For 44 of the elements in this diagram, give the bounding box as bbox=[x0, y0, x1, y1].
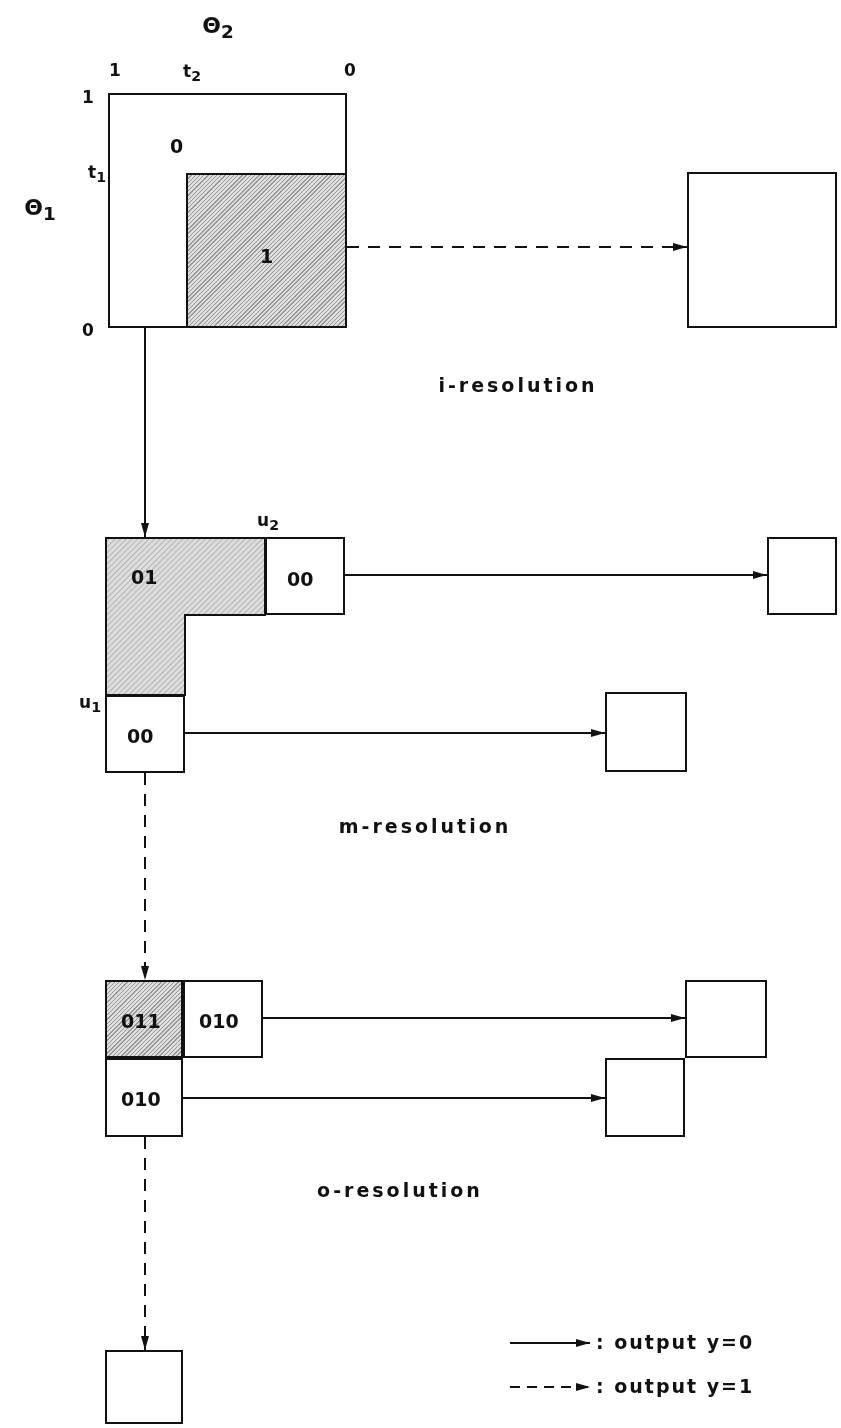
square-region bbox=[105, 1350, 183, 1424]
square-region bbox=[183, 980, 263, 1058]
axis-label: t$_{2}$ bbox=[183, 62, 201, 84]
hatched-region bbox=[105, 980, 183, 1058]
arrow bbox=[182, 1094, 606, 1102]
region-label: 010 bbox=[121, 1090, 161, 1109]
square-region bbox=[105, 1058, 183, 1137]
arrow bbox=[141, 772, 149, 981]
axis-label: 1 bbox=[82, 88, 94, 106]
stage-caption: i-resolution bbox=[438, 375, 598, 395]
stage-caption: o-resolution bbox=[317, 1180, 483, 1200]
square-region bbox=[265, 537, 345, 615]
axis-label: Θ$_{1}$ bbox=[24, 196, 56, 224]
region-label: 0 bbox=[170, 137, 184, 156]
square-region bbox=[767, 537, 837, 615]
arrow bbox=[141, 327, 149, 538]
region-label: 011 bbox=[121, 1012, 161, 1031]
hatched-region bbox=[186, 173, 347, 328]
region-label: 01 bbox=[131, 568, 158, 587]
stage-caption: m-resolution bbox=[338, 816, 512, 836]
axis-label: Θ$_{2}$ bbox=[202, 14, 234, 42]
axis-label: 0 bbox=[82, 321, 94, 339]
region-label: 00 bbox=[127, 727, 154, 746]
arrow bbox=[141, 1136, 149, 1351]
axis-label: u$_{1}$ bbox=[79, 693, 101, 715]
region-label: 1 bbox=[260, 247, 274, 266]
square-region bbox=[108, 93, 347, 328]
axis-label: 1 bbox=[109, 61, 121, 79]
region-label: 00 bbox=[287, 570, 314, 589]
arrow bbox=[344, 571, 768, 579]
arrow bbox=[184, 729, 606, 737]
square-region bbox=[105, 695, 185, 773]
legend-text: : output y=1 bbox=[596, 1375, 755, 1397]
square-region bbox=[685, 980, 767, 1058]
arrow bbox=[262, 1014, 686, 1022]
arrow bbox=[346, 243, 688, 251]
axis-label: t$_{1}$ bbox=[88, 163, 106, 185]
legend-text: : output y=0 bbox=[596, 1331, 755, 1353]
axis-label: u$_{2}$ bbox=[257, 511, 279, 533]
square-region bbox=[687, 172, 837, 328]
square-region bbox=[605, 1058, 685, 1137]
region-label: 010 bbox=[199, 1012, 239, 1031]
axis-label: 0 bbox=[344, 61, 356, 79]
square-region bbox=[605, 692, 687, 772]
